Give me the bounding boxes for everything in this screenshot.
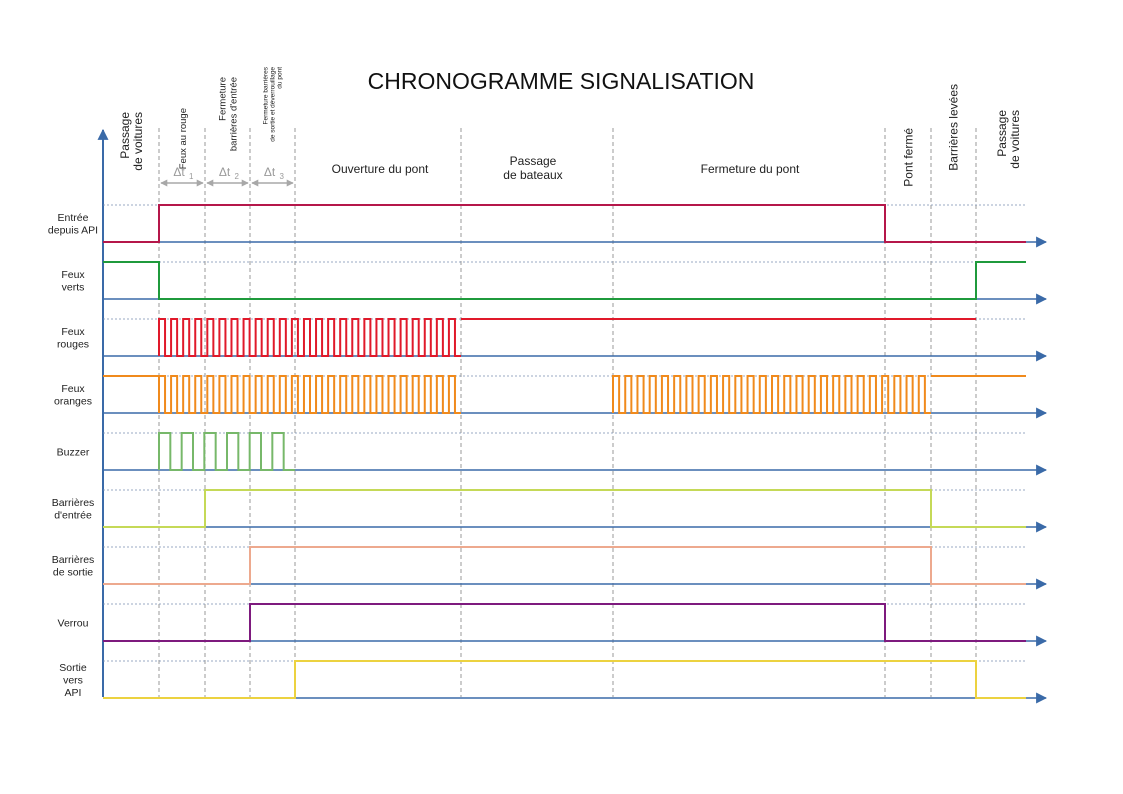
phase-label: Pont fermé bbox=[902, 128, 916, 187]
signal-label: Buzzer bbox=[57, 446, 90, 458]
signal-traces bbox=[103, 204, 1026, 699]
delta-t-label: Δt bbox=[173, 165, 185, 179]
diagram-title: CHRONOGRAMME SIGNALISATION bbox=[368, 68, 755, 94]
delta-t-subscript: 2 bbox=[235, 172, 240, 181]
phase-label: Barrières levées bbox=[947, 84, 961, 171]
signal-trace-barrieres-de-sortie bbox=[103, 546, 1026, 585]
signal-trace-feux-oranges bbox=[103, 375, 1026, 414]
phase-label: Feux au rouge bbox=[178, 108, 189, 169]
delta-t-subscript: 1 bbox=[189, 172, 194, 181]
signal-trace-feux-verts bbox=[103, 261, 1026, 300]
delta-t-label: Δt bbox=[219, 165, 231, 179]
signal-label: Verrou bbox=[58, 617, 89, 629]
phase-label: Passagede voitures bbox=[995, 110, 1022, 169]
signal-trace-feux-rouges bbox=[158, 318, 976, 357]
signal-trace-barrieres-dentree bbox=[103, 489, 1026, 528]
phase-label: Fermeture barrièresde sortie et déverrou… bbox=[262, 66, 283, 142]
delta-t-subscript: 3 bbox=[280, 172, 285, 181]
signal-trace-entree-depuis-api bbox=[103, 204, 1026, 243]
signal-trace-buzzer bbox=[158, 432, 295, 471]
delta-annotations: Δt 1 Δt 2 Δt 3 bbox=[160, 165, 294, 187]
phase-label: Fermeture du pont bbox=[701, 162, 800, 176]
signal-trace-sortie-vers-api bbox=[103, 660, 1026, 699]
phase-label: Passagede voitures bbox=[118, 112, 145, 171]
signal-trace-verrou bbox=[103, 603, 1026, 642]
delta-t-label: Δt bbox=[264, 165, 276, 179]
phase-label: Fermeturebarrières d'entrée bbox=[217, 77, 239, 151]
phase-label: Ouverture du pont bbox=[332, 162, 429, 176]
